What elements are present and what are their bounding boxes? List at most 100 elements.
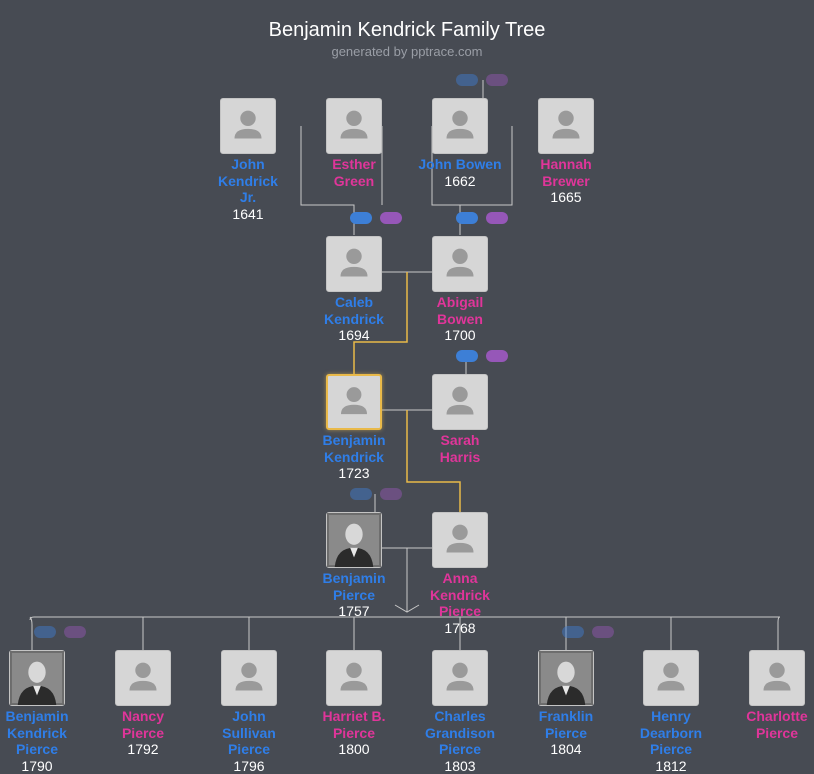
person-card[interactable] xyxy=(749,650,805,706)
person-card[interactable] xyxy=(326,98,382,154)
person-name: Charles Grandison Pierce xyxy=(424,708,495,757)
parents-toggle[interactable] xyxy=(456,350,478,362)
birth-year: 1768 xyxy=(444,619,476,636)
person-card[interactable] xyxy=(643,650,699,706)
person-card[interactable] xyxy=(432,650,488,706)
page-subtitle: generated by pptrace.com xyxy=(331,44,483,59)
birth-year: 1803 xyxy=(444,757,476,774)
person-label[interactable]: Charlotte Pierce xyxy=(737,708,814,741)
portrait-photo-icon xyxy=(327,513,381,567)
siblings-toggle[interactable] xyxy=(486,350,508,362)
person-card[interactable] xyxy=(432,236,488,292)
person-name: Abigail Bowen xyxy=(436,294,484,327)
parents-toggle[interactable] xyxy=(34,626,56,638)
person-card[interactable] xyxy=(432,98,488,154)
person-silhouette-icon xyxy=(446,662,474,691)
person-silhouette-icon xyxy=(657,662,685,691)
person-name: Caleb Kendrick xyxy=(324,294,384,327)
parents-toggle[interactable] xyxy=(562,626,584,638)
person-card[interactable] xyxy=(538,98,594,154)
connector-line xyxy=(142,617,672,650)
person-name: John Sullivan Pierce xyxy=(222,708,276,757)
person-silhouette-icon xyxy=(763,662,791,691)
person-card[interactable] xyxy=(326,650,382,706)
birth-year: 1662 xyxy=(444,172,476,189)
person-name: Sarah Harris xyxy=(439,432,481,465)
birth-year: 1694 xyxy=(338,327,370,343)
person-silhouette-icon xyxy=(446,386,474,415)
connector-line xyxy=(394,604,420,613)
person-label[interactable]: Esther Green xyxy=(314,156,394,189)
birth-year: 1665 xyxy=(550,189,582,205)
person-card[interactable] xyxy=(538,650,594,706)
person-name: Esther Green xyxy=(332,156,376,189)
birth-year: 1757 xyxy=(338,603,370,619)
connector-line xyxy=(460,126,513,206)
siblings-toggle[interactable] xyxy=(486,74,508,86)
portrait-photo-icon xyxy=(539,651,593,705)
connector-line xyxy=(29,616,33,650)
person-name: John Kendrick Jr. xyxy=(218,156,278,205)
person-card[interactable] xyxy=(432,374,488,430)
person-name: Anna Kendrick Pierce xyxy=(430,570,490,619)
person-name: Hannah Brewer xyxy=(540,156,592,189)
person-card[interactable] xyxy=(9,650,65,706)
birth-year: 1641 xyxy=(232,205,264,222)
person-label[interactable]: John Kendrick Jr.1641 xyxy=(213,156,283,222)
person-card[interactable] xyxy=(220,98,276,154)
person-silhouette-icon xyxy=(235,662,263,691)
person-silhouette-icon xyxy=(341,387,367,415)
person-name: Charlotte Pierce xyxy=(746,708,808,741)
person-silhouette-icon xyxy=(446,110,474,139)
ancestry-path-line xyxy=(353,272,408,374)
birth-year: 1812 xyxy=(655,757,687,774)
person-silhouette-icon xyxy=(446,524,474,553)
birth-year: 1804 xyxy=(550,741,582,757)
parents-toggle[interactable] xyxy=(456,74,478,86)
birth-year: 1796 xyxy=(233,757,265,774)
parents-toggle[interactable] xyxy=(350,212,372,224)
siblings-toggle[interactable] xyxy=(380,212,402,224)
birth-year: 1723 xyxy=(338,465,370,481)
siblings-toggle[interactable] xyxy=(380,488,402,500)
person-card[interactable] xyxy=(115,650,171,706)
person-card[interactable] xyxy=(432,512,488,568)
person-silhouette-icon xyxy=(129,662,157,691)
person-name: John Bowen xyxy=(418,156,502,172)
siblings-toggle[interactable] xyxy=(592,626,614,638)
portrait-photo-icon xyxy=(10,651,64,705)
person-card[interactable] xyxy=(221,650,277,706)
person-card[interactable] xyxy=(326,512,382,568)
birth-year: 1800 xyxy=(338,741,370,757)
parents-toggle[interactable] xyxy=(350,488,372,500)
ancestry-path-line xyxy=(406,410,461,512)
siblings-toggle[interactable] xyxy=(64,626,86,638)
parents-toggle[interactable] xyxy=(456,212,478,224)
page-title: Benjamin Kendrick Family Tree xyxy=(268,19,546,41)
person-card[interactable] xyxy=(326,374,382,430)
siblings-toggle[interactable] xyxy=(486,212,508,224)
person-silhouette-icon xyxy=(234,110,262,139)
person-name: Benjamin Pierce xyxy=(322,570,386,603)
person-name: Henry Dearborn Pierce xyxy=(639,708,703,757)
person-name: Nancy Pierce xyxy=(121,708,165,741)
person-label[interactable]: Sarah Harris xyxy=(420,432,500,465)
person-name: Harriet B. Pierce xyxy=(322,708,386,741)
person-card[interactable] xyxy=(326,236,382,292)
person-silhouette-icon xyxy=(340,110,368,139)
